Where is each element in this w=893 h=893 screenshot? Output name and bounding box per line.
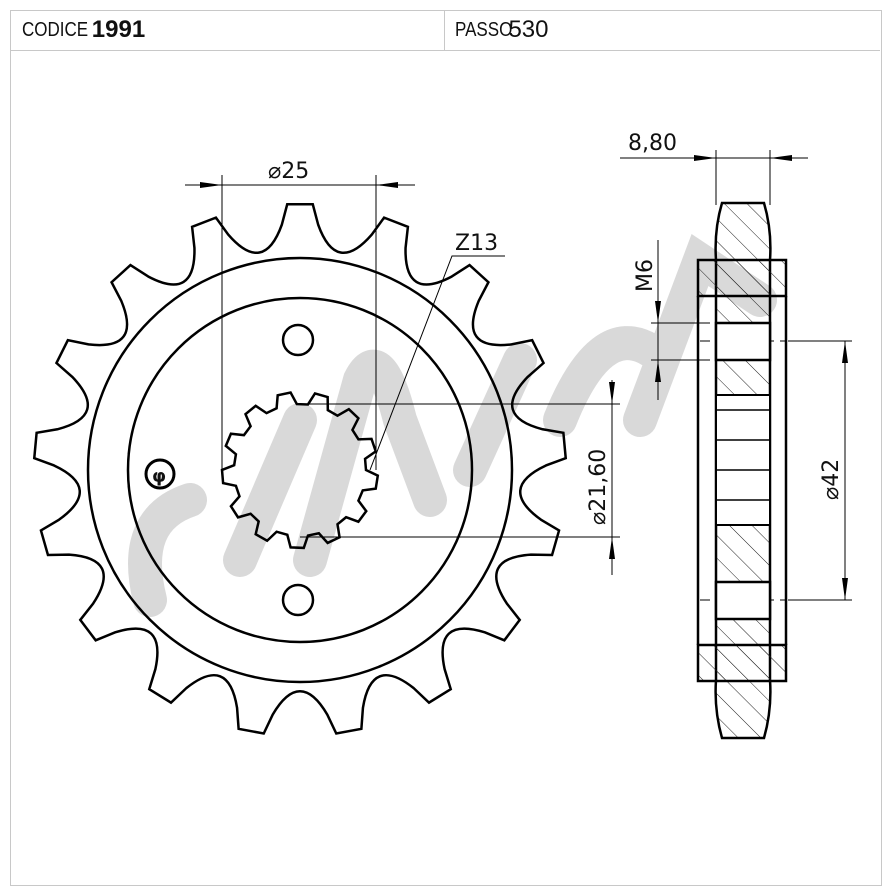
dim-thickness: 8,80 xyxy=(628,131,677,156)
dim-spline-diameter: ⌀25 xyxy=(268,159,309,184)
dimension-lines xyxy=(185,150,852,601)
code-value: 1991 xyxy=(91,16,146,43)
hub-ring-inner xyxy=(126,296,474,644)
hub-ring-outer xyxy=(86,256,514,684)
dim-inner-diameter: ⌀21,60 xyxy=(586,449,611,525)
side-view-section xyxy=(696,201,788,740)
dim-bolt-circle: ⌀42 xyxy=(819,459,844,500)
svg-text:φ: φ xyxy=(152,466,166,487)
logo-stamp: φ xyxy=(144,458,176,490)
code-label: CODICE xyxy=(22,18,89,41)
bolt-hole-top xyxy=(281,323,315,357)
sprocket-outline xyxy=(32,203,568,735)
drawing-frame xyxy=(10,10,882,886)
bolt-hole-bottom xyxy=(281,583,315,617)
dim-teeth: Z13 xyxy=(455,231,498,256)
pitch-label: PASSO xyxy=(455,18,513,41)
dim-thread: M6 xyxy=(633,259,658,292)
dimension-arrows xyxy=(200,155,848,600)
watermark-logo xyxy=(128,233,777,617)
pitch-value: 530 xyxy=(508,16,549,43)
